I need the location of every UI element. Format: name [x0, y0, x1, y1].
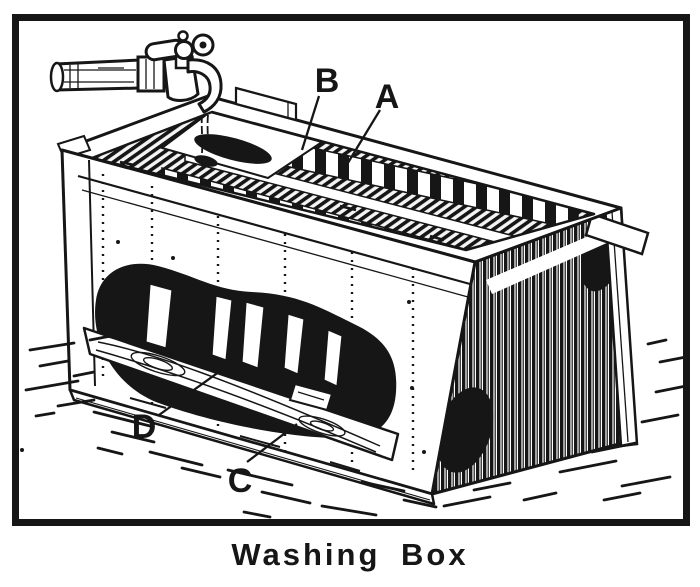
leader-line-c: [246, 423, 298, 463]
leader-line-a: [345, 109, 381, 167]
water-splash: [194, 134, 272, 164]
box-front-panel: [60, 148, 477, 506]
front-rim-board-line: [77, 174, 471, 286]
partition-rail: [184, 149, 561, 250]
wood-grain-bottom-board: [82, 326, 400, 462]
figure-caption: Washing Box: [231, 537, 469, 572]
cutout-inner-slats: [145, 283, 343, 387]
leader-line-b: [300, 95, 321, 151]
faucet-spout: [186, 58, 223, 114]
rim-cleat-block: [234, 86, 298, 122]
box-right-panel: [430, 204, 650, 496]
label-c: C: [228, 462, 253, 500]
faucet-union-collar: [136, 55, 166, 93]
label-b: B: [315, 62, 340, 100]
faucet-handle: [144, 30, 215, 70]
frame-border: [12, 14, 690, 526]
corner-cleat: [584, 212, 650, 256]
faucet-pipe: [49, 58, 143, 93]
ground-hatching: [20, 333, 688, 519]
label-a: A: [375, 78, 400, 116]
leader-line-d: [158, 363, 231, 416]
grain-lines: [95, 335, 381, 453]
water-drip-lines: [200, 114, 209, 154]
part-labels: B A D C: [132, 62, 400, 500]
panel-highlight: [486, 226, 618, 294]
label-d: D: [132, 408, 157, 446]
faucet: [49, 30, 223, 154]
board-cleat: [288, 382, 334, 412]
rim-inner-edge: [90, 110, 596, 252]
